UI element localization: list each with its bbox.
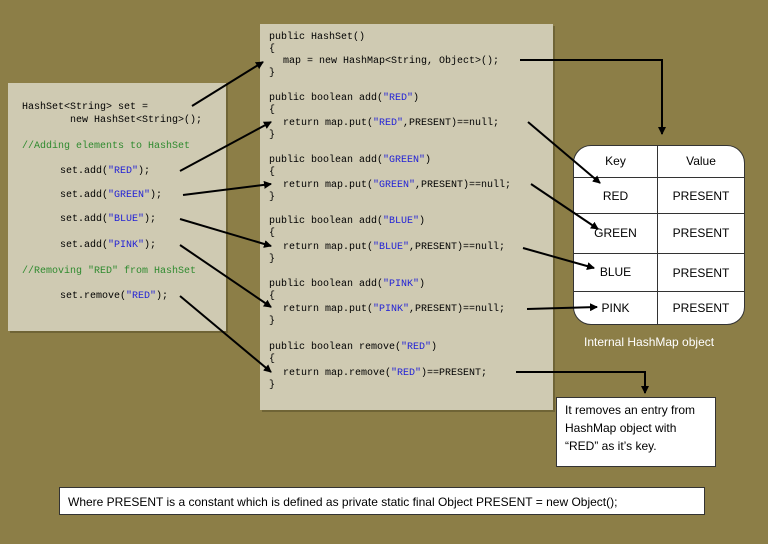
add-signature-pink: public boolean add("PINK") xyxy=(269,279,426,290)
row-key: BLUE xyxy=(599,265,632,279)
header-key: Key xyxy=(605,154,626,168)
add-call-pink: set.add("PINK"); xyxy=(60,240,157,251)
brace-open: { xyxy=(269,291,276,302)
row-value: PRESENT xyxy=(672,226,730,240)
row-value: PRESENT xyxy=(672,266,730,280)
brace-open: { xyxy=(269,105,276,116)
hashmap-caption: Internal HashMap object xyxy=(584,335,715,349)
brace-close: } xyxy=(269,68,276,79)
comment-removing: //Removing "RED" from HashSet xyxy=(22,266,197,277)
row-key: PINK xyxy=(601,301,630,315)
add-return-green: return map.put("GREEN",PRESENT)==null; xyxy=(283,180,512,191)
brace-close: } xyxy=(269,192,276,203)
brace-close: } xyxy=(269,316,276,327)
row-key: RED xyxy=(602,189,629,203)
column-divider xyxy=(657,146,658,324)
row-divider xyxy=(574,177,744,178)
constructor-body: map = new HashMap<String, Object>(); xyxy=(283,56,500,67)
row-divider xyxy=(574,213,744,214)
add-signature-green: public boolean add("GREEN") xyxy=(269,155,432,166)
brace-close: } xyxy=(269,254,276,265)
add-signature-blue: public boolean add("BLUE") xyxy=(269,216,426,227)
set-declaration-line2: new HashSet<String>(); xyxy=(70,115,203,126)
brace-open: { xyxy=(269,44,276,55)
header-value: Value xyxy=(686,154,716,168)
add-call-blue: set.add("BLUE"); xyxy=(60,214,157,225)
brace-open: { xyxy=(269,354,276,365)
row-divider xyxy=(574,253,744,254)
row-key: GREEN xyxy=(594,226,637,240)
add-return-pink: return map.put("PINK",PRESENT)==null; xyxy=(283,304,506,315)
remove-signature: public boolean remove("RED") xyxy=(269,342,438,353)
add-return-red: return map.put("RED",PRESENT)==null; xyxy=(283,118,500,129)
remove-return: return map.remove("RED")==PRESENT; xyxy=(283,368,488,379)
add-call-green: set.add("GREEN"); xyxy=(60,190,163,201)
add-call-red: set.add("RED"); xyxy=(60,166,151,177)
brace-close: } xyxy=(269,130,276,141)
present-footer-note: Where PRESENT is a constant which is def… xyxy=(59,487,705,515)
row-value: PRESENT xyxy=(672,189,730,203)
remove-call-red: set.remove("RED"); xyxy=(60,291,169,302)
constructor-signature: public HashSet() xyxy=(269,32,366,43)
brace-close: } xyxy=(269,380,276,391)
hashset-internals-panel xyxy=(260,24,553,410)
comment-adding: //Adding elements to HashSet xyxy=(22,141,191,152)
add-return-blue: return map.put("BLUE",PRESENT)==null; xyxy=(283,242,506,253)
hashmap-table: Key Value RED PRESENT GREEN PRESENT BLUE… xyxy=(573,145,745,325)
add-signature-red: public boolean add("RED") xyxy=(269,93,420,104)
brace-open: { xyxy=(269,167,276,178)
set-declaration-line1: HashSet<String> set = xyxy=(22,102,149,113)
brace-open: { xyxy=(269,228,276,239)
remove-note: It removes an entry from HashMap object … xyxy=(556,397,716,467)
row-value: PRESENT xyxy=(672,301,730,315)
row-divider xyxy=(574,291,744,292)
